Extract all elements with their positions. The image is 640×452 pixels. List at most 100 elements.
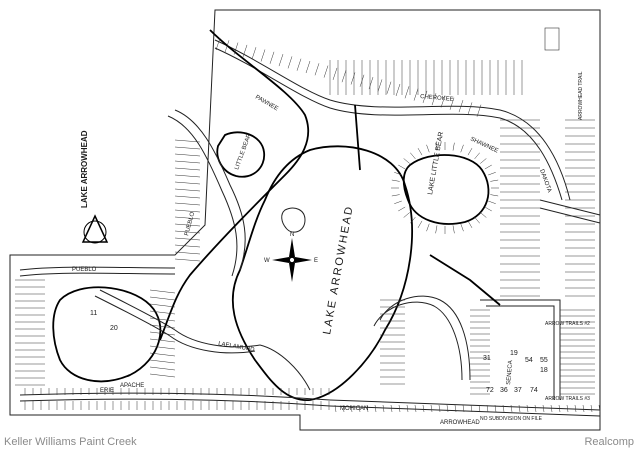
lot-line xyxy=(242,44,248,57)
lot-number: 19 xyxy=(510,350,518,357)
street-cherokee: CHEROKEE xyxy=(420,94,454,103)
lot-line xyxy=(368,77,374,90)
lot-line xyxy=(382,404,385,413)
street-pueblo-left: PUEBLO xyxy=(72,267,97,273)
watermark-right: Realcomp xyxy=(584,436,634,448)
lot-line xyxy=(149,345,176,350)
note-right-1: ARROW TRAILS #2 xyxy=(545,321,590,327)
watermark-left: Keller Williams Paint Creek xyxy=(4,436,137,448)
lot-line xyxy=(417,220,423,228)
lot-line xyxy=(149,331,176,336)
note-top-right: ARROWHEAD TRAIL xyxy=(578,71,584,120)
lot-line xyxy=(406,404,409,413)
lot-line xyxy=(305,60,311,74)
lot-line xyxy=(422,90,428,103)
lot-line xyxy=(452,142,455,151)
lot-line xyxy=(174,139,201,143)
lot-line xyxy=(149,296,176,301)
lot-line xyxy=(452,225,455,234)
lot-line xyxy=(422,404,425,413)
lot-line xyxy=(398,404,401,413)
lot-line xyxy=(269,51,275,64)
lot-line xyxy=(174,230,201,234)
lot-number: 37 xyxy=(514,387,522,394)
lot-lines xyxy=(15,37,601,413)
lot-number: 72 xyxy=(486,387,494,394)
lot-line xyxy=(260,49,266,62)
lot-line xyxy=(314,63,320,76)
lot-line xyxy=(484,206,492,212)
lot-line xyxy=(323,65,329,78)
lot-line xyxy=(149,352,176,357)
lot-line xyxy=(174,188,201,192)
lot-line xyxy=(341,70,347,83)
compass-w: W xyxy=(264,258,270,264)
street-apache: APACHE xyxy=(120,383,144,389)
lot-number: 55 xyxy=(540,357,548,364)
lot-line xyxy=(391,194,400,197)
lot-line xyxy=(582,404,585,413)
lot-line xyxy=(149,373,176,378)
street-pawnee: PAWNEE xyxy=(254,95,279,113)
lot-line xyxy=(410,216,416,224)
lot-line xyxy=(374,404,377,413)
lot-line xyxy=(480,212,487,218)
lot-line xyxy=(366,404,369,413)
lot-line xyxy=(534,404,537,413)
lot-line xyxy=(558,404,561,413)
lot-line xyxy=(488,200,496,204)
lot-line xyxy=(438,404,441,413)
lot-line xyxy=(510,404,513,413)
arrowhead-logo-icon xyxy=(81,214,109,243)
lot-line xyxy=(149,366,176,371)
lot-line xyxy=(550,404,553,413)
lot-line xyxy=(287,56,293,69)
lot-line xyxy=(334,404,337,413)
lot-line xyxy=(174,146,201,150)
lot-line xyxy=(490,194,499,197)
lot-line xyxy=(526,404,529,413)
lot-line xyxy=(460,144,464,153)
left-lake-lobe xyxy=(52,286,162,383)
lot-line xyxy=(149,303,176,308)
lot-line xyxy=(174,181,201,185)
lot-line xyxy=(454,404,457,413)
street-laelamund: LAELAMUND xyxy=(218,341,256,353)
lot-line xyxy=(480,158,487,164)
road-network xyxy=(19,39,601,417)
lot-line xyxy=(215,37,221,51)
lot-line xyxy=(394,200,402,204)
lot-line xyxy=(149,289,176,294)
lake-arrowhead-outline xyxy=(231,145,413,401)
lake-little-bear-label: LAKE LITTLE BEAR xyxy=(427,131,445,195)
lot-number: 11 xyxy=(90,310,97,317)
street-mohican: MOHICAN xyxy=(340,406,368,412)
compass-rose: N E W xyxy=(264,232,318,282)
lot-line xyxy=(332,67,338,80)
lot-line xyxy=(467,102,473,115)
note-right-2: ARROW TRAILS #3 xyxy=(545,396,590,402)
lot-line xyxy=(350,404,353,413)
lot-line xyxy=(426,223,430,232)
lot-line xyxy=(224,40,230,53)
lot-line xyxy=(278,54,284,67)
lot-line xyxy=(458,100,464,113)
lot-number: 31 xyxy=(483,355,491,362)
lot-line xyxy=(484,164,492,170)
little-lake-upper-label: LITTLE BEAR xyxy=(234,133,253,171)
lot-line xyxy=(404,86,410,99)
lot-line xyxy=(149,338,176,343)
lot-line xyxy=(566,404,569,413)
lot-line xyxy=(174,167,201,171)
lot-line xyxy=(431,93,437,106)
lot-number: 74 xyxy=(530,387,538,394)
lot-line xyxy=(598,404,601,413)
lot-line xyxy=(474,152,480,160)
lot-line xyxy=(174,209,201,213)
lot-line xyxy=(149,359,176,364)
lot-line xyxy=(413,88,419,101)
street-erie: ERIE xyxy=(100,388,114,394)
lot-line xyxy=(377,79,383,92)
lot-line xyxy=(542,404,545,413)
